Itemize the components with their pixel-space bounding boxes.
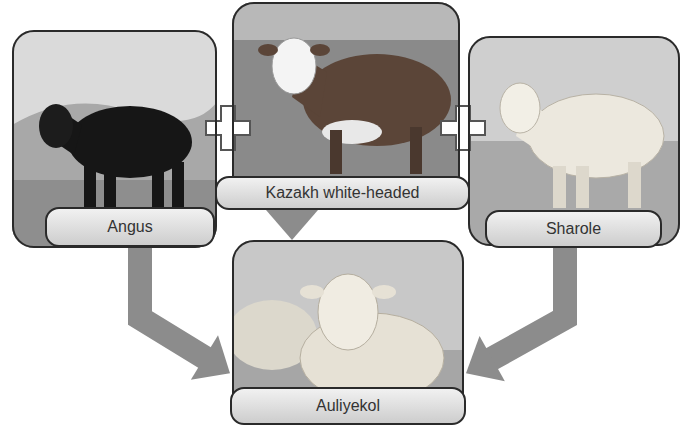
cow-leg xyxy=(330,130,342,174)
breed-panel: Sharole xyxy=(468,36,680,246)
cow-head xyxy=(500,83,540,133)
cow-leg xyxy=(576,166,589,208)
grass xyxy=(232,2,460,202)
cow-body xyxy=(303,54,451,146)
cow-head xyxy=(272,38,316,94)
breed-name: Angus xyxy=(107,217,152,236)
hill xyxy=(12,102,217,248)
arrow-shaft xyxy=(140,248,206,359)
breed-panel: Kazakh white-headed xyxy=(232,2,460,202)
cow-body xyxy=(528,94,664,178)
sky xyxy=(12,30,217,248)
cow-head xyxy=(39,104,73,148)
cow-ear xyxy=(258,44,278,56)
cow-leg xyxy=(410,127,422,174)
arrow-shaft xyxy=(490,248,565,360)
result-panel: Auliyekol xyxy=(232,240,464,420)
name-label: Sharole xyxy=(485,210,662,248)
name-label: Kazakh white-headed xyxy=(215,176,470,210)
arrow-head xyxy=(266,210,318,240)
cow-leg xyxy=(104,165,116,207)
cow-ear xyxy=(372,285,396,299)
flow-arrow xyxy=(466,248,565,381)
cow-leg xyxy=(172,162,184,207)
photo-content xyxy=(12,30,217,248)
name-label: Angus xyxy=(45,207,215,247)
kazakh-photo xyxy=(232,2,460,202)
flow-arrow xyxy=(266,210,318,240)
cow-leg xyxy=(152,165,164,207)
arrow-head xyxy=(191,335,230,379)
cow-leg xyxy=(628,162,641,208)
name-label: Auliyekol xyxy=(230,387,466,425)
plus-sign xyxy=(206,106,250,150)
breed-name: Kazakh white-headed xyxy=(266,183,420,202)
cow-ear xyxy=(300,285,324,299)
breed-name: Sharole xyxy=(546,219,601,238)
breed-name: Auliyekol xyxy=(316,396,380,415)
cow-head xyxy=(318,274,378,350)
cow-leg xyxy=(553,166,566,208)
plus-sign xyxy=(441,106,485,150)
cow-leg xyxy=(84,165,96,207)
flow-arrow xyxy=(140,248,230,380)
cow-ear xyxy=(310,44,330,56)
arrow-head xyxy=(466,336,505,381)
background xyxy=(232,2,460,40)
photo-content xyxy=(232,2,460,202)
breed-panel: Angus xyxy=(12,30,217,248)
